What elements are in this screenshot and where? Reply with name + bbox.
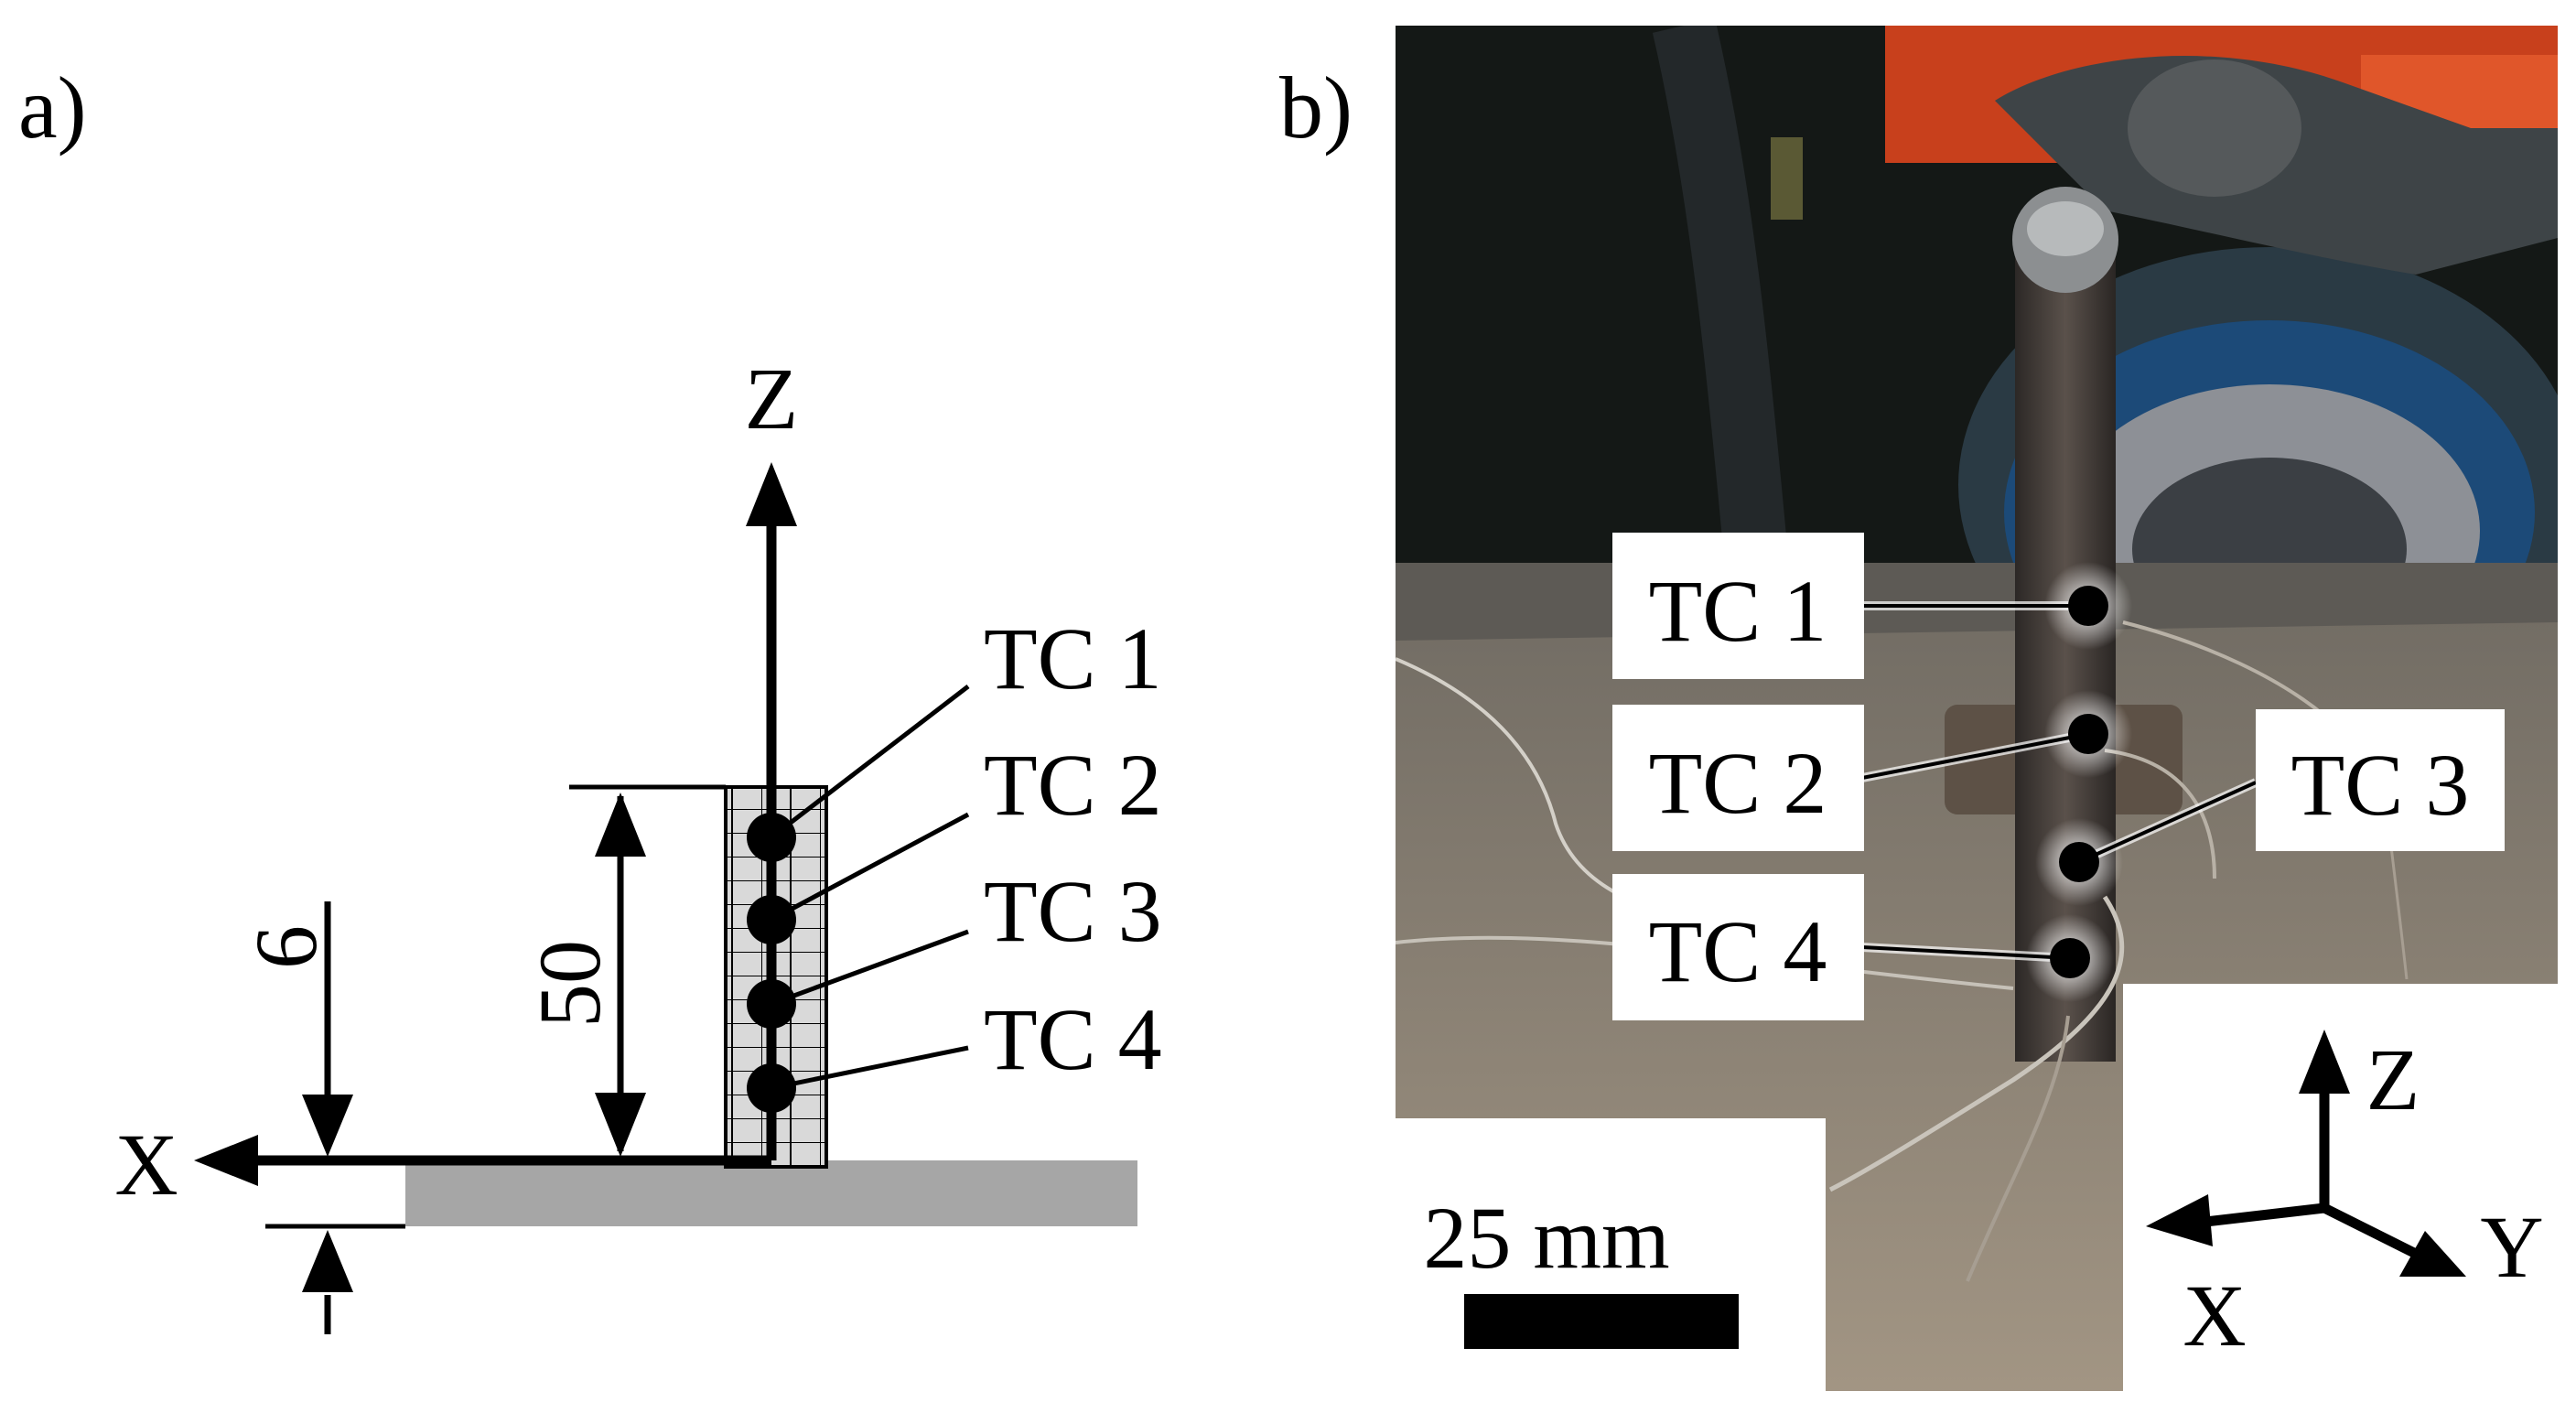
tc1-label-a: TC 1 xyxy=(984,609,1162,707)
tc2-label-b: TC 2 xyxy=(1649,734,1827,832)
dim-50-arrow-top xyxy=(595,793,646,857)
tc2-leader-b xyxy=(1861,732,2089,780)
substrate-plate xyxy=(405,1160,1137,1226)
triad-z-label: Z xyxy=(2366,1030,2420,1128)
coordinate-triad: Z X Y xyxy=(2146,1030,2544,1364)
tc2-label-a: TC 2 xyxy=(984,736,1162,834)
triad-x-arrowhead xyxy=(2146,1194,2213,1246)
dim-6-label: 6 xyxy=(237,925,335,969)
tc4-label-box-b xyxy=(1612,874,1864,1020)
z-axis-label: Z xyxy=(745,350,799,448)
tc2-label-box-b xyxy=(1612,705,1864,851)
tc2-leader xyxy=(770,812,970,922)
dim-50-arrow-bottom xyxy=(595,1093,646,1157)
tc4-label-a: TC 4 xyxy=(984,990,1162,1088)
tc3-leader xyxy=(771,929,969,1007)
triad-z-arrowhead xyxy=(2299,1030,2350,1094)
z-axis-arrowhead xyxy=(746,462,797,526)
tc4-point-b xyxy=(2050,938,2090,978)
tc3-leader-b xyxy=(2078,781,2257,864)
tc1-label-box-b xyxy=(1612,533,1864,679)
x-axis-label: X xyxy=(114,1116,178,1213)
x-axis-arrowhead xyxy=(194,1135,258,1186)
panel-b-label: b) xyxy=(1279,59,1353,156)
tc1-leader xyxy=(770,685,970,839)
dim-50-label: 50 xyxy=(521,940,619,1028)
tc3-label-box-b xyxy=(2256,709,2505,851)
thermocouple-markers-a xyxy=(747,685,970,1113)
scale-bar-label: 25 mm xyxy=(1423,1189,1669,1287)
thermocouple-markers-b xyxy=(1861,586,2258,978)
dim-6-arrow-bottom xyxy=(302,1230,353,1292)
tc4-leader-b xyxy=(1861,945,2071,960)
tc4-leader xyxy=(771,1045,969,1091)
tc3-point-b xyxy=(2059,842,2099,882)
triad-x-label: X xyxy=(2183,1267,2246,1364)
dim-6-arrow-top xyxy=(302,1095,353,1157)
tc1-point-b xyxy=(2068,586,2108,626)
tc1-label-b: TC 1 xyxy=(1649,562,1827,660)
panel-a: a) Z X 50 6 xyxy=(18,59,1162,1334)
scale-bar xyxy=(1464,1294,1739,1349)
triad-x-line xyxy=(2204,1203,2325,1227)
panel-a-label: a) xyxy=(18,59,87,156)
tc3-label-a: TC 3 xyxy=(984,862,1162,960)
triad-y-label: Y xyxy=(2480,1198,2543,1296)
triad-y-line xyxy=(2322,1203,2419,1258)
panel-b: b) xyxy=(1279,26,2558,1391)
tc3-label-b: TC 3 xyxy=(2291,736,2470,834)
triad-y-arrowhead xyxy=(2399,1231,2466,1277)
tc2-point-b xyxy=(2068,714,2108,754)
tc4-label-b: TC 4 xyxy=(1649,902,1827,1000)
